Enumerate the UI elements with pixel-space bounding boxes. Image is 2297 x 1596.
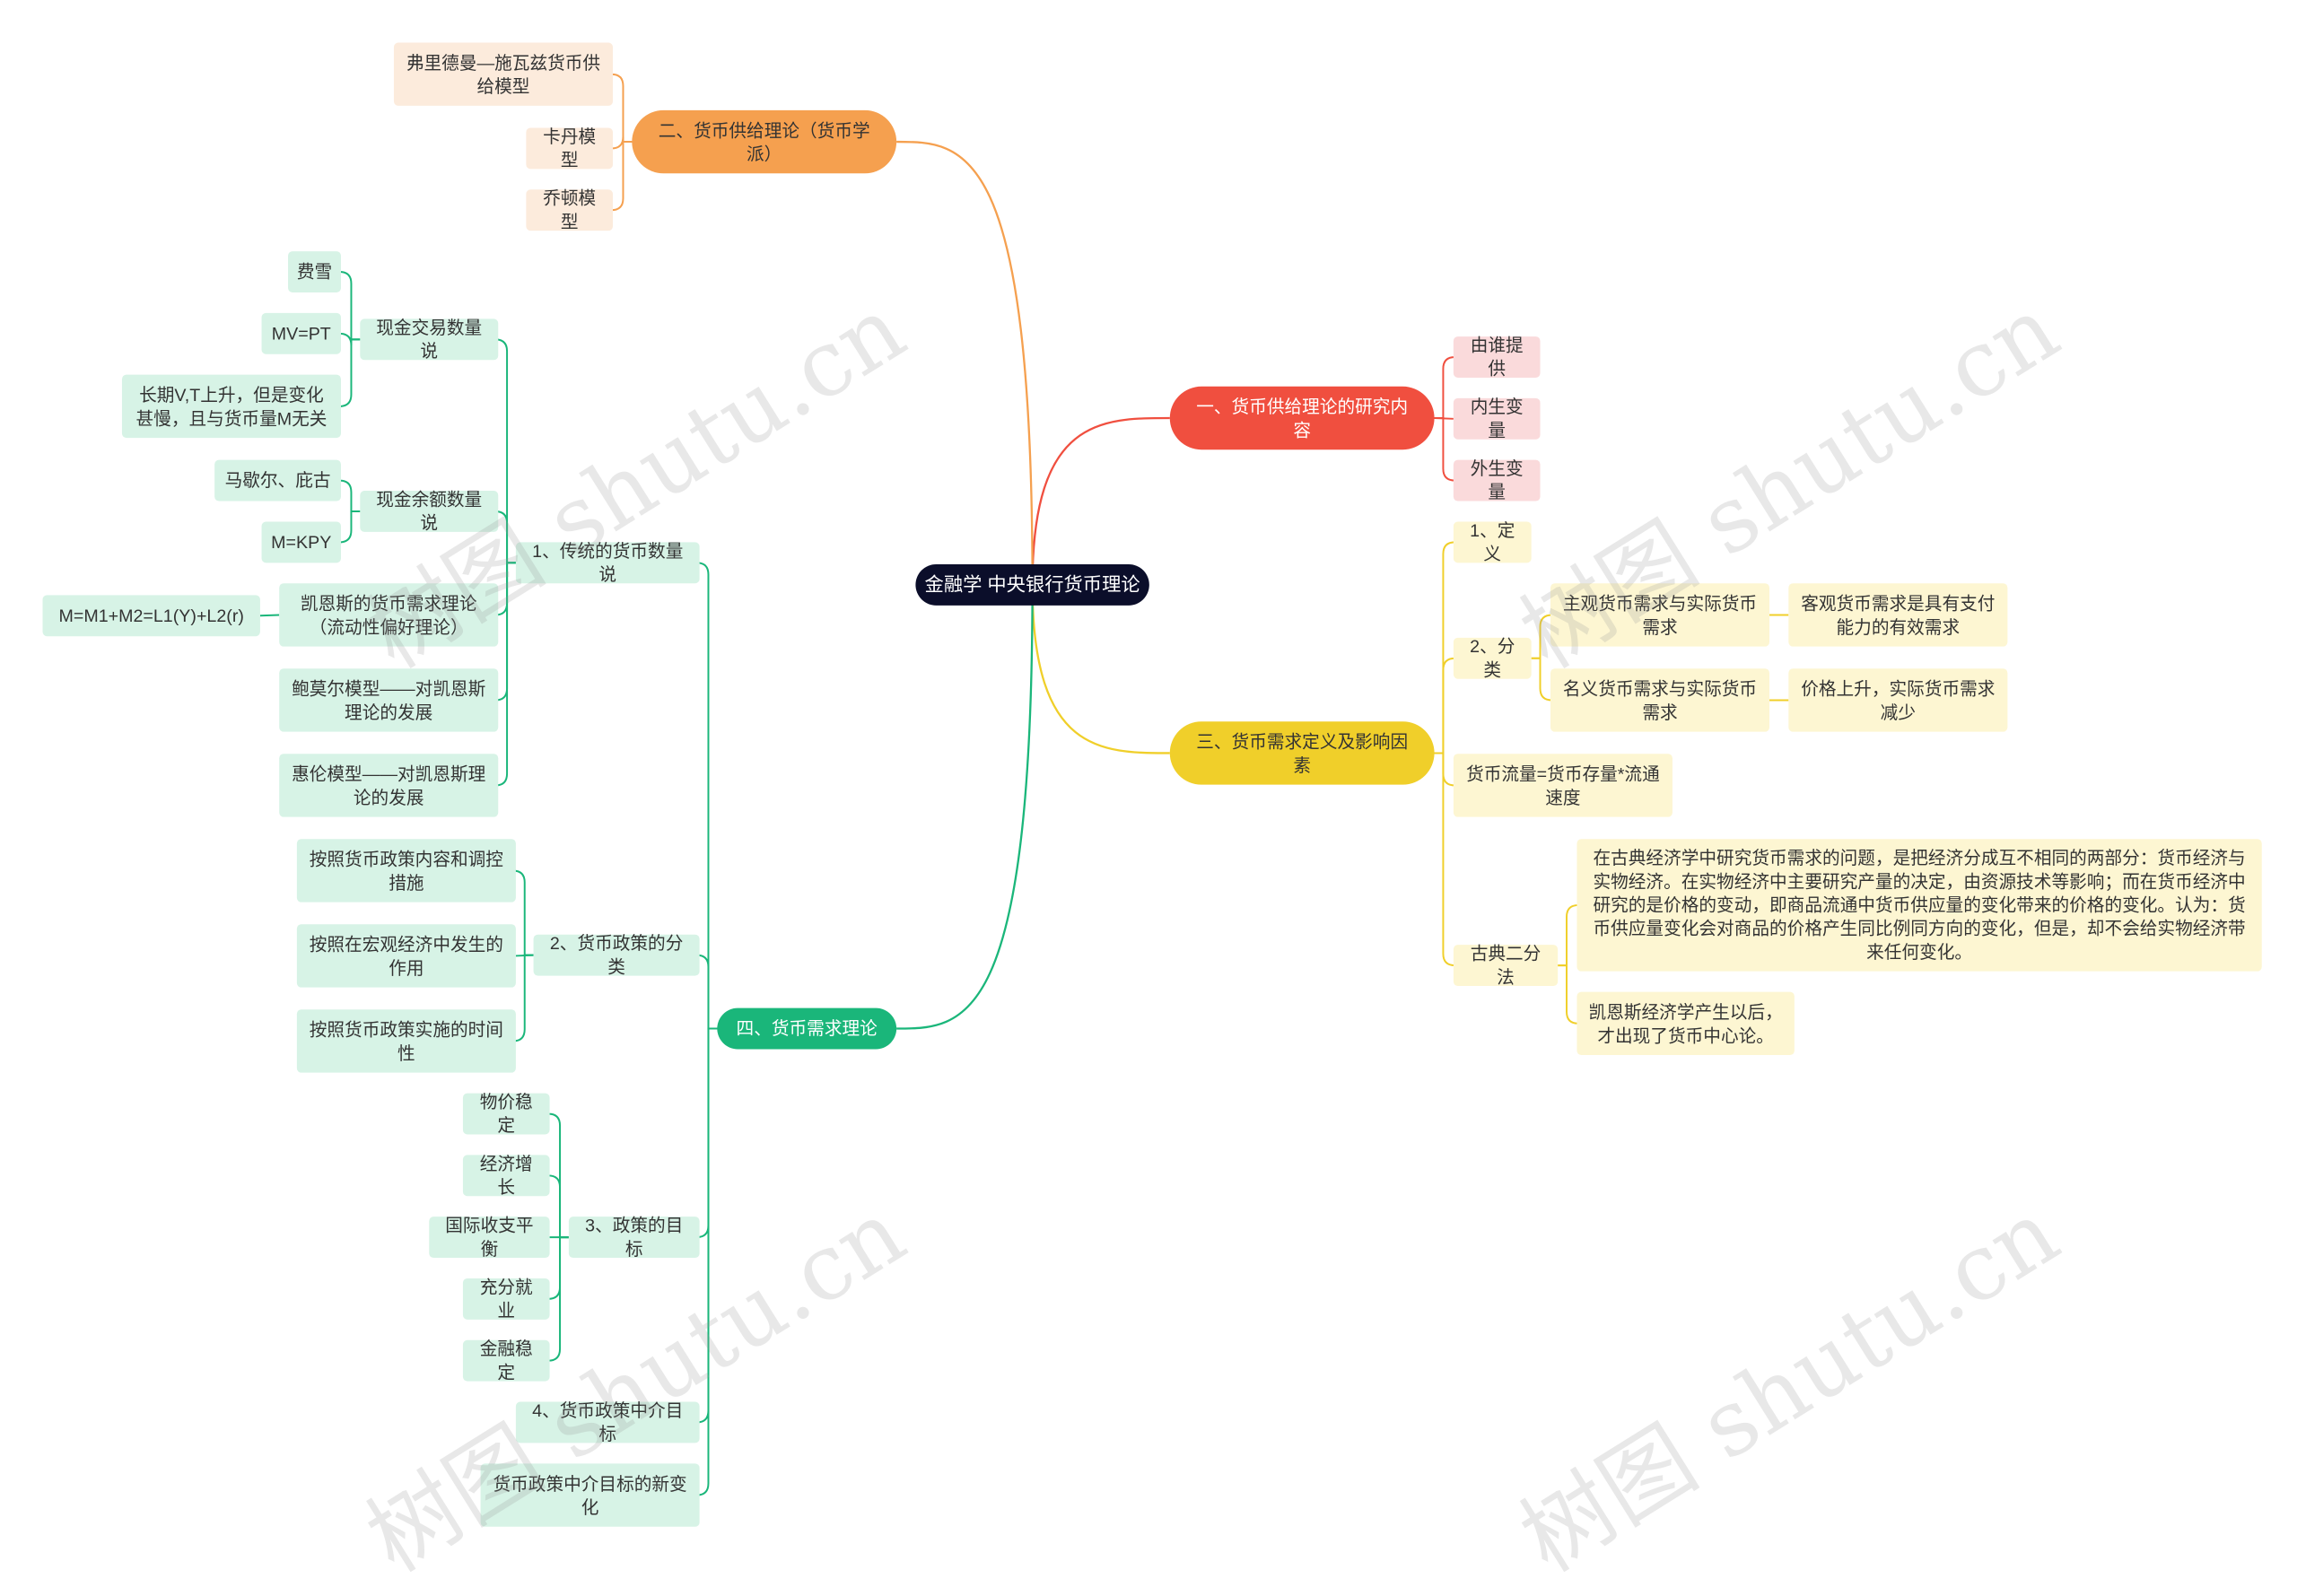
bracket-connector <box>1558 903 1579 967</box>
node-subjective-demand[interactable]: 主观货币需求与实际货币需求 <box>1550 583 1770 647</box>
bracket-connector <box>1434 356 1455 419</box>
bracket-connector <box>696 1027 718 1424</box>
bracket-connector <box>494 562 516 702</box>
leaf-balance-of-payments[interactable]: 国际收支平衡 <box>429 1216 550 1260</box>
leaf-m-kpy[interactable]: M=KPY <box>261 521 341 563</box>
bracket-connector <box>339 510 361 544</box>
leaf-fisher[interactable]: 费雪 <box>288 251 341 292</box>
bracket-connector <box>547 1174 569 1239</box>
branch-supply-research[interactable]: 一、货币供给理论的研究内容 <box>1169 386 1435 450</box>
node-policy-classification[interactable]: 2、货币政策的分类 <box>533 933 700 977</box>
bracket-connector <box>512 954 534 1042</box>
node-keynes-liquidity[interactable]: 凯恩斯的货币需求理论（流动性偏好理论） <box>279 583 499 647</box>
leaf-by-content[interactable]: 按照货币政策内容和调控措施 <box>296 839 516 903</box>
bracket-connector <box>1434 541 1455 754</box>
leaf-keynes-money-center[interactable]: 凯恩斯经济学产生以后，才出现了货币中心论。 <box>1576 991 1795 1056</box>
node-intermediate-target[interactable]: 4、货币政策中介目标 <box>515 1400 700 1444</box>
leaf-exogenous[interactable]: 外生变量 <box>1453 458 1541 502</box>
bracket-connector <box>494 562 516 616</box>
root-connector <box>896 584 1034 1030</box>
bracket-connector <box>1434 657 1455 754</box>
node-policy-goals[interactable]: 3、政策的目标 <box>568 1216 700 1260</box>
root-connector <box>1031 416 1170 585</box>
leaf-full-employment[interactable]: 充分就业 <box>462 1277 550 1321</box>
bracket-connector <box>547 1236 569 1300</box>
branch-supply-theory[interactable]: 二、货币供给理论（货币学派） <box>632 109 897 174</box>
bracket-connector <box>1531 614 1552 659</box>
bracket-connector <box>696 1027 718 1496</box>
node-whalen-model[interactable]: 惠伦模型——对凯恩斯理论的发展 <box>279 754 499 817</box>
node-intermediate-new-change[interactable]: 货币政策中介目标的新变化 <box>480 1463 700 1527</box>
bracket-connector <box>1434 416 1455 482</box>
leaf-long-run-vt[interactable]: 长期V,T上升，但是变化甚慢，且与货币量M无关 <box>121 374 341 439</box>
leaf-price-stability[interactable]: 物价稳定 <box>462 1092 550 1136</box>
branch-demand-theory[interactable]: 四、货币需求理论 <box>717 1007 897 1050</box>
bracket-connector <box>696 1027 718 1239</box>
node-classical-dichotomy[interactable]: 古典二分法 <box>1453 944 1559 988</box>
leaf-cagan-model[interactable]: 卡丹模型 <box>526 126 614 170</box>
node-quantity-theory[interactable]: 1、传统的货币数量说 <box>515 541 700 585</box>
leaf-who-provides[interactable]: 由谁提供 <box>1453 335 1541 379</box>
leaf-endogenous[interactable]: 内生变量 <box>1453 397 1541 440</box>
node-cash-balance[interactable]: 现金余额数量说 <box>360 489 499 534</box>
bracket-connector <box>494 562 516 787</box>
bracket-connector <box>339 479 361 512</box>
bracket-connector <box>512 869 534 956</box>
node-cash-transaction[interactable]: 现金交易数量说 <box>360 318 499 362</box>
leaf-friedman-model[interactable]: 弗里德曼—施瓦兹货币供给模型 <box>393 42 614 106</box>
node-definition[interactable]: 1、定义 <box>1453 520 1532 564</box>
bracket-connector <box>611 141 633 212</box>
branch-demand-definition[interactable]: 三、货币需求定义及影响因素 <box>1169 721 1435 785</box>
leaf-by-macro-role[interactable]: 按照在宏观经济中发生的作用 <box>296 924 516 988</box>
bracket-connector <box>1531 657 1552 702</box>
bracket-connector <box>1558 964 1579 1025</box>
bracket-connector <box>339 338 361 407</box>
root-node[interactable]: 金融学 中央银行货币理论 <box>915 563 1149 606</box>
leaf-objective-demand[interactable]: 客观货币需求是具有支付能力的有效需求 <box>1788 583 2008 647</box>
bracket-connector <box>1434 752 1455 787</box>
node-nominal-demand[interactable]: 名义货币需求与实际货币需求 <box>1550 668 1770 732</box>
bracket-connector <box>611 73 633 144</box>
leaf-economic-growth[interactable]: 经济增长 <box>462 1154 550 1198</box>
node-baumol-model[interactable]: 鲍莫尔模型——对凯恩斯理论的发展 <box>279 668 499 732</box>
leaf-financial-stability[interactable]: 金融稳定 <box>462 1339 550 1382</box>
bracket-connector <box>339 271 361 341</box>
node-money-flow[interactable]: 货币流量=货币存量*流通速度 <box>1453 754 1673 817</box>
leaf-mv-pt[interactable]: MV=PT <box>261 312 341 354</box>
bracket-connector <box>696 954 718 1030</box>
root-connector <box>1031 584 1170 754</box>
root-connector <box>896 140 1034 585</box>
leaf-classical-explanation[interactable]: 在古典经济学中研究货币需求的问题，是把经济分成互不相同的两部分：货币经济与实物经… <box>1576 839 2262 972</box>
leaf-marshall-pigou[interactable]: 马歇尔、庇古 <box>214 459 341 501</box>
leaf-by-timing[interactable]: 按照货币政策实施的时间性 <box>296 1009 516 1073</box>
leaf-price-rise[interactable]: 价格上升，实际货币需求减少 <box>1788 668 2008 732</box>
node-classification[interactable]: 2、分类 <box>1453 636 1532 680</box>
bracket-connector <box>494 338 516 564</box>
leaf-keynes-formula[interactable]: M=M1+M2=L1(Y)+L2(r) <box>42 595 260 637</box>
bracket-connector <box>494 510 516 564</box>
leaf-jordan-model[interactable]: 乔顿模型 <box>526 188 614 232</box>
